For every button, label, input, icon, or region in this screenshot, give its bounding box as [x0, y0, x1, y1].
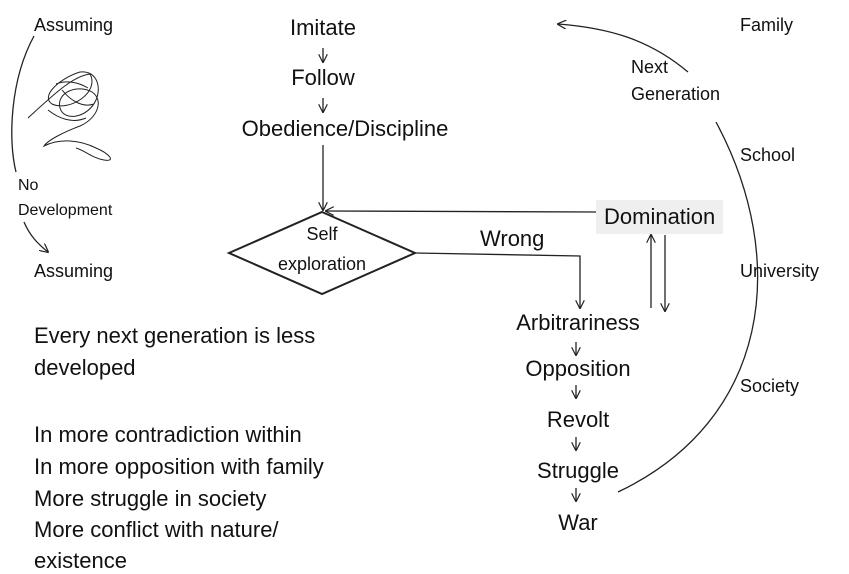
family-label: Family [740, 15, 793, 35]
list-item-2: In more opposition with family [34, 454, 324, 479]
university-label: University [740, 261, 820, 281]
assuming-top-label: Assuming [34, 15, 114, 35]
self-exploration-diamond [226, 210, 418, 296]
society-label: Society [740, 376, 800, 396]
list-item-3: More struggle in society [34, 486, 267, 511]
chain-arbitrariness: Arbitrariness [516, 310, 640, 335]
list-item-1: In more contradiction within [34, 422, 302, 447]
list-item-5: existence [34, 548, 127, 573]
summary-line-1: Every next generation is less [34, 323, 316, 348]
assuming-loop-arc [11, 35, 35, 173]
chain-revolt: Revolt [546, 407, 610, 432]
chain-war: War [558, 510, 598, 535]
generation-label: Generation [631, 84, 721, 104]
obedience-node: Obedience/Discipline [241, 116, 449, 141]
wrong-label: Wrong [480, 226, 545, 251]
self-label: Self [306, 224, 338, 244]
no-label: No [18, 177, 39, 194]
assuming-loop-down [23, 221, 48, 252]
domination-node: Domination [596, 200, 724, 234]
development-label: Development [18, 202, 113, 219]
generation-cycle-arc [617, 121, 759, 493]
scribble-drawing [27, 71, 111, 161]
chain-struggle: Struggle [537, 458, 619, 483]
chain-opposition: Opposition [525, 356, 631, 381]
assuming-bottom-label: Assuming [34, 261, 114, 281]
generation-cycle-top [558, 24, 689, 73]
list-item-4: More conflict with nature/ [34, 517, 279, 542]
follow-node: Follow [291, 65, 355, 90]
next-label: Next [631, 57, 669, 77]
school-label: School [740, 145, 796, 165]
arrow-wrong-path [414, 252, 580, 308]
arrow-domination-self [326, 211, 599, 212]
imitate-node: Imitate [289, 15, 357, 40]
summary-line-2: developed [34, 355, 136, 380]
exploration-label: exploration [277, 254, 367, 274]
